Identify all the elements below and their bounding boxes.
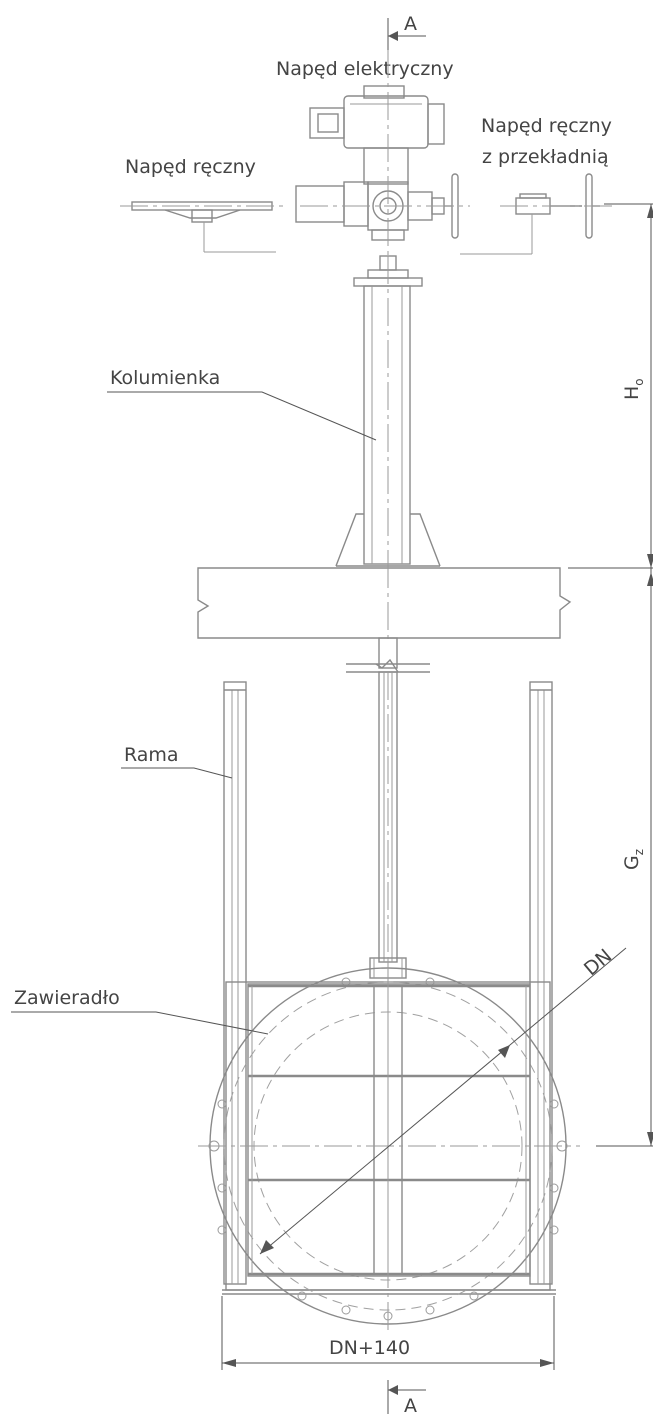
dimension-ho: Ho	[568, 203, 653, 569]
label-frame: Rama	[124, 744, 179, 766]
label-manual-drive-gear-line2: z przekładnią	[482, 146, 609, 168]
section-label-top: A	[404, 13, 417, 35]
label-column: Kolumienka	[110, 367, 220, 389]
label-manual-drive-gear-line1: Napęd ręczny	[481, 115, 612, 137]
label-electric-drive: Napęd elektryczny	[276, 58, 454, 80]
gate-leaf	[198, 672, 580, 1330]
leader-gate	[11, 1011, 269, 1035]
leader-frame	[121, 767, 233, 779]
dimension-width-label: DN+140	[329, 1337, 410, 1359]
section-label-bottom: A	[404, 1395, 417, 1414]
section-mark-top: A	[387, 13, 426, 50]
dimension-width: DN+140	[221, 1296, 555, 1370]
dimension-gz-label: Gz	[621, 849, 646, 870]
dimension-ho-label: Ho	[621, 378, 646, 400]
electric-actuator	[295, 50, 470, 255]
manual-drive-gear-right	[460, 173, 612, 255]
label-manual-drive-left: Napęd ręczny	[125, 156, 256, 178]
manual-drive-left	[120, 201, 286, 253]
leader-column	[107, 391, 377, 441]
label-gate: Zawieradło	[14, 987, 120, 1009]
concrete-slab	[197, 560, 572, 644]
column	[335, 255, 441, 567]
dimension-dn-label: DN	[580, 945, 616, 980]
dimension-gz: Gz	[596, 568, 653, 1147]
section-mark-bottom: A	[387, 1380, 426, 1414]
